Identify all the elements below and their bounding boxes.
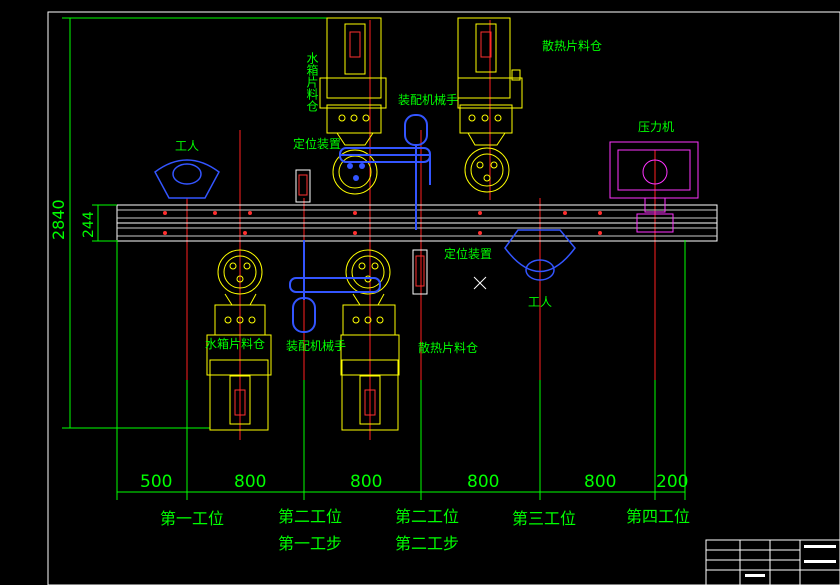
station-5-label: 第四工位 [626,507,690,526]
magazine-bottom-left [206,249,272,431]
label-assembly-robot-bottom: 装配机械手 [286,338,346,353]
magazine-top-left [319,17,387,195]
magazine-top-left-holes [347,163,365,181]
press-machine [609,141,699,233]
dim-vertical [62,17,340,429]
dim-800-c: 800 [467,472,499,492]
dim-200: 200 [656,472,688,492]
dim-500: 500 [140,472,172,492]
label-water-magazine-v: 水箱片料仓 [305,52,319,112]
dim-800-d: 800 [584,472,616,492]
station-3-step-label: 第二工步 [395,534,459,553]
title-block-marks [745,545,836,577]
dim-total-height: 2840 [49,199,68,240]
positioner-top [295,169,311,203]
station-4-label: 第三工位 [512,509,576,528]
label-heatsink-magazine-top: 散热片料仓 [542,38,602,53]
drawing-frame [47,11,840,585]
robot-arm-bottom [289,240,381,333]
title-block [705,539,840,585]
magazine-bottom-mid [340,249,400,431]
label-water-magazine-bottom: 水箱片料仓 [205,336,265,351]
dim-horizontal [116,240,686,500]
rail-bolts [163,211,602,235]
station-2-label: 第二工位 [278,507,342,526]
label-worker-left: 工人 [175,139,199,153]
worker-left [154,159,220,199]
cross-marker [473,276,487,290]
station-axes [186,20,656,440]
robot-arm-top [339,114,431,230]
dim-800-b: 800 [350,472,382,492]
label-press: 压力机 [638,120,674,134]
station-1-label: 第一工位 [160,509,224,528]
label-worker-right: 工人 [528,295,552,309]
dim-800-a: 800 [234,472,266,492]
magazine-top-right [457,17,523,193]
label-positioner-top: 定位装置 [293,136,341,151]
label-positioner-bottom: 定位装置 [444,246,492,261]
label-assembly-robot-top: 装配机械手 [398,92,458,107]
label-heatsink-magazine-bottom: 散热片料仓 [418,340,478,355]
worker-right [504,229,576,281]
station-2-step-label: 第一工步 [278,534,342,553]
station-3-label: 第二工位 [395,507,459,526]
positioner-bottom [412,249,428,295]
dim-rail-height: 244 [81,211,97,238]
